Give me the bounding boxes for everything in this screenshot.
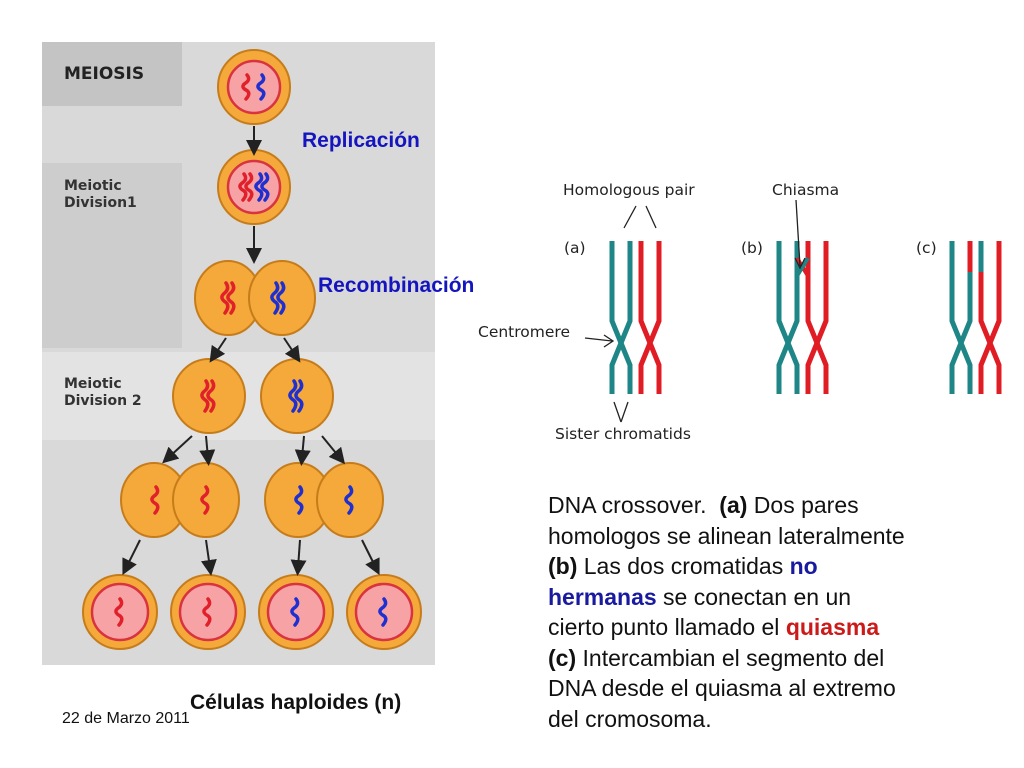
final-cell-3-chromosome bbox=[290, 597, 300, 627]
meiosis-title: MEIOSIS bbox=[64, 64, 145, 84]
division1-band bbox=[42, 163, 182, 348]
a-teal-2 bbox=[618, 241, 633, 394]
rep-chromosome-red-1 bbox=[238, 172, 248, 202]
label-c: (c) bbox=[916, 239, 937, 257]
caption-no-hermanas: no hermanas bbox=[548, 553, 818, 610]
homologous-pair-label: Homologous pair bbox=[563, 181, 695, 199]
caption-c: (c) bbox=[548, 644, 577, 671]
l3-chromosome-2 bbox=[200, 485, 210, 515]
celulas-haploides-label: Células haploides (n) bbox=[190, 691, 402, 714]
c-teal-1 bbox=[949, 241, 964, 394]
final-cell-4-chromosome bbox=[378, 597, 388, 627]
div1-chromosome-red-2 bbox=[226, 281, 236, 315]
label-a: (a) bbox=[564, 239, 586, 257]
c-red-2 bbox=[987, 241, 1002, 394]
a-red-1 bbox=[638, 241, 653, 394]
l3-chromosome-4 bbox=[344, 485, 354, 515]
l2-left-chromosome bbox=[200, 379, 210, 413]
l2-right-chromosome-2 bbox=[294, 379, 304, 413]
arrow-l4-2 bbox=[200, 539, 217, 576]
sister-pointer-right bbox=[620, 401, 629, 423]
cells-group bbox=[82, 49, 422, 650]
recombinacion-label: Recombinación bbox=[318, 274, 475, 297]
caption-a: (a) bbox=[719, 492, 748, 518]
caption-intro: DNA crossover. bbox=[548, 492, 707, 518]
meiotic-division1-label: Meiotic Division1 bbox=[64, 178, 137, 211]
b-chiasma-cross-teal bbox=[795, 256, 810, 278]
caption-part5: Intercambian el segmento del DNA desde e… bbox=[548, 644, 896, 732]
top-chromosome-red bbox=[241, 73, 251, 101]
centromere-pointer bbox=[584, 337, 613, 342]
arrow-l3-3 bbox=[294, 435, 311, 466]
a-red-2 bbox=[647, 241, 662, 394]
a-teal-1 bbox=[609, 241, 624, 394]
b-red-2 bbox=[814, 241, 829, 394]
b-teal-1 bbox=[776, 241, 791, 394]
div1-chromosome-blue bbox=[270, 281, 280, 315]
arrow-l3-1 bbox=[162, 435, 193, 464]
date-label: 22 de Marzo 2011 bbox=[62, 710, 190, 727]
l3-chromosome-3 bbox=[294, 485, 304, 515]
final-cell-3-nucleus bbox=[266, 582, 326, 642]
rep-chromosome-blue-2 bbox=[260, 172, 270, 202]
homologous-pointer-left bbox=[623, 205, 637, 229]
final-cell-4-nucleus bbox=[354, 582, 414, 642]
div1-right-cell bbox=[248, 260, 316, 336]
b-red-1 bbox=[805, 241, 820, 394]
arrow-l4-3 bbox=[290, 539, 307, 576]
final-cell-2-nucleus bbox=[178, 582, 238, 642]
caption-part4: se conectan en un cierto punto llamado e… bbox=[548, 583, 852, 641]
final-cell-1-chromosome bbox=[114, 597, 124, 627]
arrows-group bbox=[122, 126, 380, 576]
b-teal-2 bbox=[785, 241, 800, 394]
arrow-l3-2 bbox=[199, 435, 216, 466]
caption-text: DNA crossover. (a) Dos pares homologos s… bbox=[548, 490, 908, 734]
meiotic-division2-label: Meiotic Division 2 bbox=[64, 376, 142, 409]
caption-quiasma: quiasma bbox=[785, 614, 880, 640]
div1-chromosome-red bbox=[220, 281, 230, 315]
arrow-l4-4 bbox=[361, 539, 380, 576]
top-chromosome-blue bbox=[256, 73, 266, 101]
div1-chromosome-blue-2 bbox=[276, 281, 286, 315]
chiasma-label: Chiasma bbox=[772, 181, 840, 199]
arrow-l4-1 bbox=[122, 539, 141, 576]
centromere-label: Centromere bbox=[478, 323, 570, 341]
final-cell-2-chromosome bbox=[202, 597, 212, 627]
c-teal-2 bbox=[958, 241, 973, 394]
sister-chromatids-label: Sister chromatids bbox=[555, 425, 691, 443]
sister-pointer-left bbox=[613, 401, 622, 423]
l2-right-chromosome bbox=[288, 379, 298, 413]
label-b: (b) bbox=[741, 239, 763, 257]
rep-chromosome-blue-1 bbox=[254, 172, 264, 202]
replicacion-label: Replicación bbox=[302, 129, 420, 152]
caption-b: (b) bbox=[548, 553, 578, 579]
l3-chromosome-1 bbox=[150, 485, 160, 515]
final-cell-1-nucleus bbox=[90, 582, 150, 642]
arrow-l3-4 bbox=[321, 435, 346, 465]
meiosis-title-bg bbox=[42, 42, 182, 106]
centromere-pointer-head bbox=[603, 334, 615, 348]
caption-part2: Dos pares homologos se alinean lateralme… bbox=[548, 492, 905, 549]
arrow-l2-left bbox=[209, 337, 227, 363]
top-cell-nucleus bbox=[226, 59, 282, 115]
chiasma-pointer-head bbox=[794, 257, 806, 270]
l3-cell-4 bbox=[316, 462, 384, 538]
arrow-l2-right bbox=[283, 337, 301, 363]
homologous-pointer-right bbox=[645, 205, 657, 229]
caption-part3: Las dos cromatidas bbox=[577, 553, 790, 579]
chromatids-group bbox=[609, 241, 1002, 394]
rep-chromosome-red-2 bbox=[244, 172, 254, 202]
chiasma-pointer bbox=[795, 199, 801, 267]
l2-left-chromosome-2 bbox=[206, 379, 216, 413]
